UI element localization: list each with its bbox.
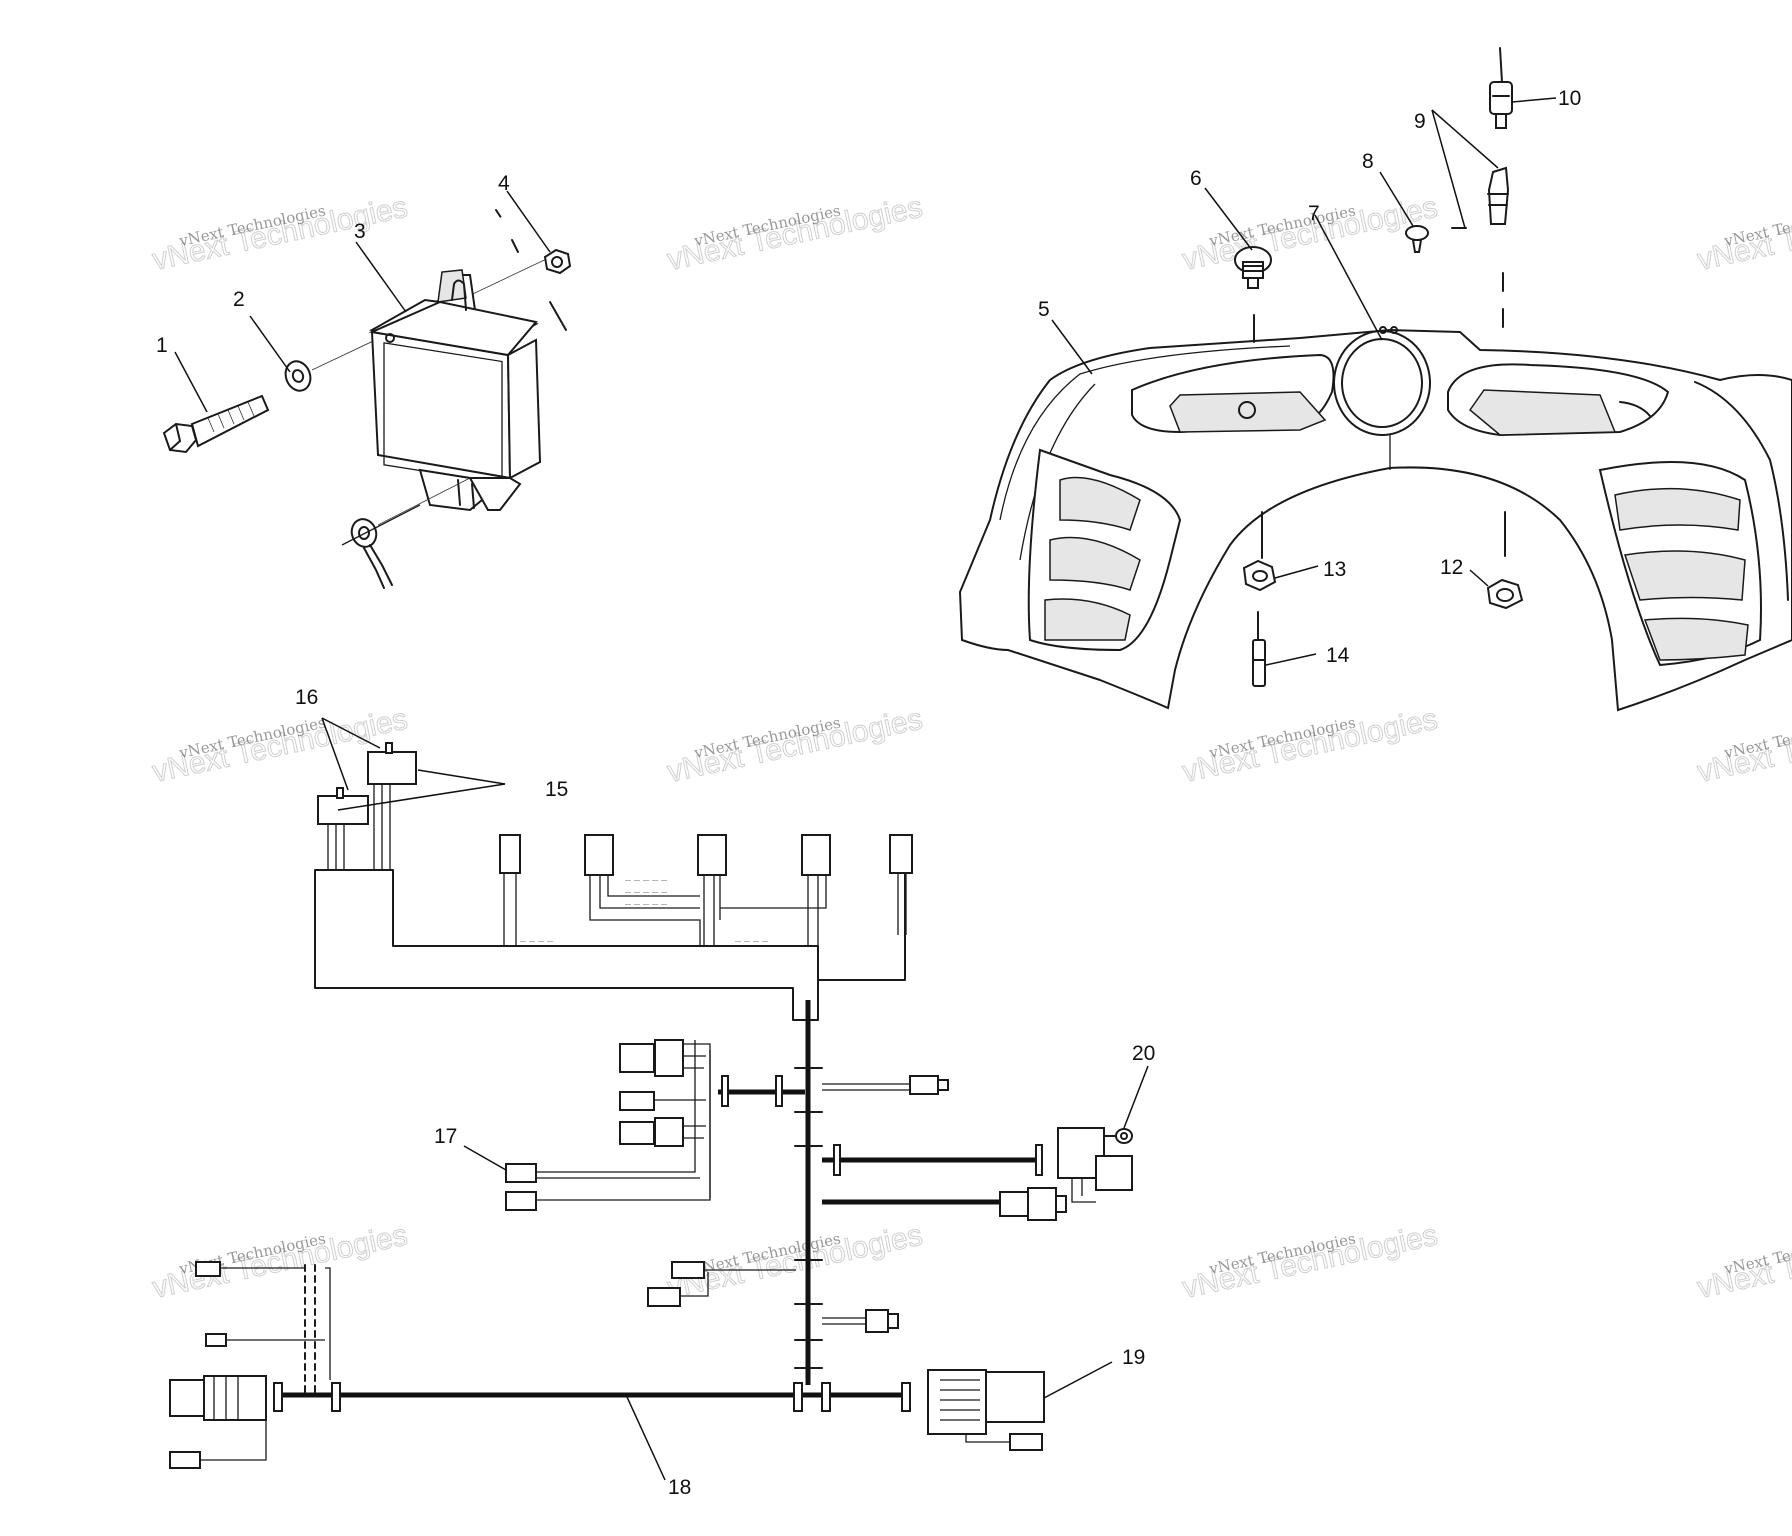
callout-4: 4 — [498, 172, 510, 195]
callout-16: 16 — [295, 686, 318, 709]
watermark: vNext Technologies vNext Technologies — [1694, 190, 1792, 277]
callout-13: 13 — [1323, 558, 1346, 581]
stud-part — [1252, 611, 1266, 687]
watermark: vNext Technologies vNext Technologies — [664, 702, 926, 789]
watermark: vNext Technologies vNext Technologies — [1694, 702, 1792, 789]
callout-19: 19 — [1122, 1346, 1145, 1369]
watermark: vNext Technologies vNext Technologies — [664, 1218, 926, 1305]
control-module-box — [368, 269, 542, 512]
callout-labels: 1 2 3 4 5 6 7 8 9 10 12 13 14 15 16 17 1… — [156, 87, 1581, 1499]
gauge-bulb-part — [1234, 246, 1272, 289]
watermark: vNext Technologies vNext Technologies — [149, 1218, 411, 1305]
watermark: vNext Technologies vNext Technologies — [1694, 1218, 1792, 1305]
bolt-part — [162, 394, 270, 454]
lamp-socket-part — [1489, 47, 1513, 129]
ring-terminal — [1103, 1128, 1133, 1144]
hex-nut-part — [1242, 559, 1277, 592]
svg-text:—— —— —— ——: —— —— —— —— — [520, 939, 554, 945]
svg-text:—— —— —— —— ——: —— —— —— —— —— — [625, 890, 668, 896]
watermark: vNext Technologies vNext Technologies — [1179, 1218, 1441, 1305]
callout-9: 9 — [1414, 110, 1426, 133]
callout-12: 12 — [1440, 556, 1463, 579]
push-rivet-part — [1405, 225, 1429, 253]
dash-panel — [958, 326, 1792, 712]
watermark: vNext Technologies vNext Technologies — [1179, 702, 1441, 789]
indicator-lamp-part — [1451, 166, 1510, 229]
callout-20: 20 — [1132, 1042, 1155, 1065]
callout-1: 1 — [156, 334, 168, 357]
svg-text:—— —— —— ——: —— —— —— —— — [735, 939, 769, 945]
watermark: vNext Technologies vNext Technologies — [664, 190, 926, 277]
nut-part — [543, 248, 572, 275]
callout-17: 17 — [434, 1125, 457, 1148]
callout-6: 6 — [1190, 167, 1202, 190]
callout-5: 5 — [1038, 298, 1050, 321]
callout-15: 15 — [545, 778, 568, 801]
leaders — [174, 97, 1557, 1481]
grommet-part — [1486, 578, 1524, 610]
callout-10: 10 — [1558, 87, 1581, 110]
callout-14: 14 — [1326, 644, 1350, 667]
washer-part — [284, 360, 312, 392]
svg-text:—— —— —— —— ——: —— —— —— —— —— — [625, 878, 668, 884]
callout-18: 18 — [668, 1476, 691, 1499]
callout-2: 2 — [233, 288, 245, 311]
watermark: vNext Technologies vNext Technologies — [1179, 190, 1441, 277]
callout-3: 3 — [354, 220, 366, 243]
svg-text:—— —— —— —— ——: —— —— —— —— —— — [625, 902, 668, 908]
wiring-harness: —— —— —— —— —— —— —— —— —— —— —— —— —— —… — [169, 742, 1133, 1469]
callout-8: 8 — [1362, 150, 1374, 173]
callout-7: 7 — [1308, 202, 1320, 225]
ground-terminal — [341, 504, 421, 589]
